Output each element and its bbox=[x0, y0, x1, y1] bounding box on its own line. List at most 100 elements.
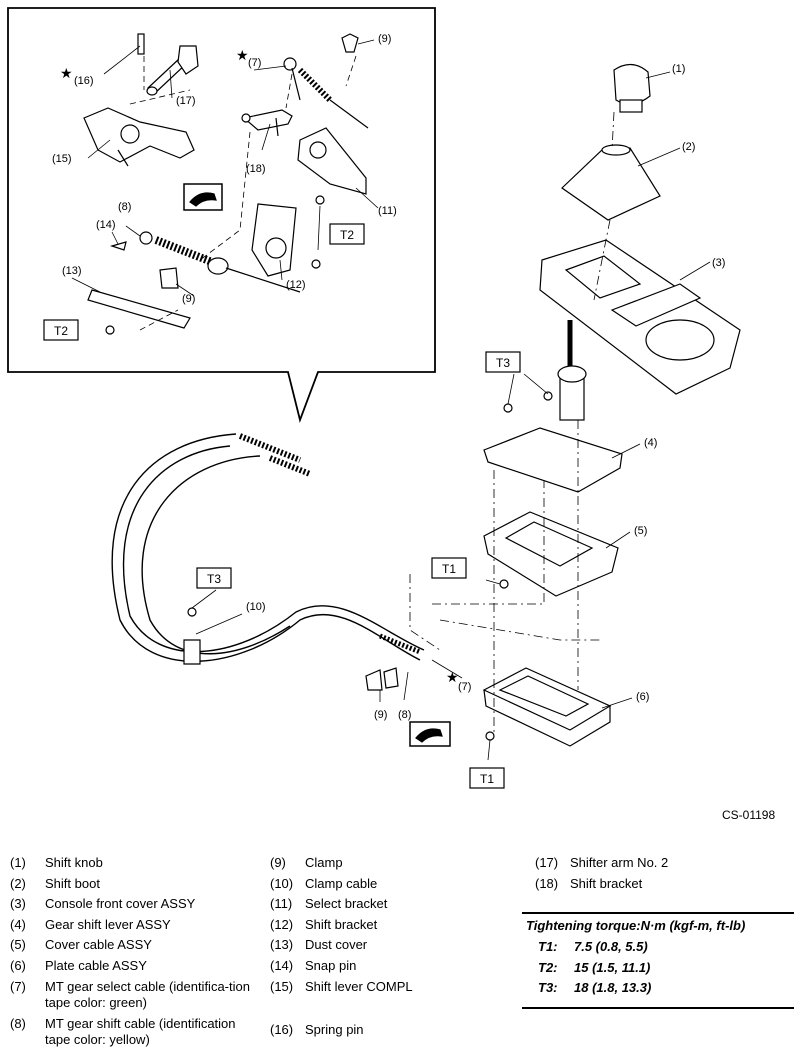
legend-item: (9) Clamp bbox=[270, 853, 510, 874]
legend-item: (13)Dust cover bbox=[270, 935, 510, 956]
legend-text: Shifter arm No. 2 bbox=[570, 855, 669, 870]
legend-item: (14) Snap pin bbox=[270, 956, 510, 977]
legend-item: (8)MT gear shift cable (identification t… bbox=[10, 1014, 260, 1051]
torque-key: T3: bbox=[538, 980, 558, 995]
torque-value: 18 (1.8, 13.3) bbox=[574, 980, 652, 995]
legend-number: (1) bbox=[10, 855, 26, 870]
torque-row: T2:15 (1.5, 11.1) bbox=[526, 958, 794, 979]
clamps-9-main bbox=[365, 667, 399, 691]
callout-16: (16) bbox=[74, 75, 94, 87]
legend-text: Clamp bbox=[305, 855, 343, 870]
legend-item: (3)Console front cover ASSY bbox=[10, 894, 260, 915]
legend-text: MT gear shift cable (identification tape… bbox=[45, 1015, 236, 1047]
shift-cable-end-8-inset bbox=[139, 231, 301, 293]
torque-title: Tightening torque:N·m (kgf-m, ft-lb) bbox=[526, 918, 746, 933]
legend-text: Shift knob bbox=[45, 855, 103, 870]
torque-tag-t1-cover: T1 bbox=[442, 562, 456, 576]
shift-bracket-12 bbox=[251, 203, 297, 277]
legend-column-3: (17) Shifter arm No. 2 (18) Shift bracket bbox=[535, 853, 785, 894]
legend-item: (2)Shift boot bbox=[10, 874, 260, 895]
grease-icon-main bbox=[409, 721, 451, 747]
legend-text: Snap pin bbox=[305, 957, 357, 973]
shift-bracket-18 bbox=[241, 109, 293, 137]
star-mark-7-main: ★ bbox=[446, 669, 459, 685]
legend-item: (1) Shift knob bbox=[10, 853, 260, 874]
legend-item: (7) MT gear select cable (identifica-tion… bbox=[10, 977, 260, 1014]
star-mark-7-inset: ★ bbox=[236, 47, 249, 63]
callout-9-main: (9) bbox=[374, 709, 387, 721]
grease-icon-inset bbox=[183, 183, 223, 211]
legend-item: (18) Shift bracket bbox=[535, 874, 785, 895]
legend-number: (3) bbox=[10, 896, 26, 912]
callout-5: (5) bbox=[634, 525, 647, 537]
select-cable-end-7 bbox=[283, 57, 369, 129]
select-bracket-11 bbox=[297, 127, 367, 195]
callout-1: (1) bbox=[672, 63, 685, 75]
callout-4: (4) bbox=[644, 437, 657, 449]
legend-item: (17) Shifter arm No. 2 bbox=[535, 853, 785, 874]
legend-item: (10) Clamp cable bbox=[270, 874, 510, 895]
legend-text: Cover cable ASSY bbox=[45, 937, 152, 953]
legend-text: Shift bracket bbox=[570, 875, 643, 891]
legend-number: (15) bbox=[270, 978, 294, 994]
plate-cable-6 bbox=[482, 667, 612, 747]
torque-row: T1:7.5 (0.8, 5.5) bbox=[526, 937, 794, 958]
shift-lever-compl-15 bbox=[83, 107, 195, 167]
console-cover-3 bbox=[539, 239, 741, 395]
callout-10: (10) bbox=[246, 601, 266, 613]
legend-number: (13) bbox=[270, 937, 294, 953]
clamp-9-inset bbox=[341, 33, 359, 53]
legend-column-2: (9) Clamp (10) Clamp cable (11)Select brac… bbox=[270, 853, 510, 1040]
torque-row: T3: 18 (1.8, 13.3) bbox=[526, 978, 794, 999]
leader-lines bbox=[71, 39, 711, 761]
snap-pin-14 bbox=[109, 241, 127, 251]
callout-3: (3) bbox=[712, 257, 725, 269]
callout-15: (15) bbox=[52, 153, 72, 165]
clamp-cable-10 bbox=[183, 639, 201, 665]
legend-number: (10) bbox=[270, 875, 294, 891]
legend-number: (7) bbox=[10, 978, 26, 994]
legend-number: (17) bbox=[535, 855, 559, 870]
shift-boot-2 bbox=[561, 144, 661, 221]
callout-18: (18) bbox=[246, 163, 266, 175]
legend-text: Clamp cable bbox=[305, 875, 378, 891]
callout-13: (13) bbox=[62, 265, 82, 277]
legend-text: Gear shift lever ASSY bbox=[45, 916, 171, 932]
legend-item: (4)Gear shift lever ASSY bbox=[10, 915, 260, 936]
legend-number: (11) bbox=[270, 896, 293, 912]
callout-9-inset-bottom: (9) bbox=[182, 293, 195, 305]
callout-12: (12) bbox=[286, 279, 306, 291]
callout-8-inset: (8) bbox=[118, 201, 131, 213]
legend-number: (18) bbox=[535, 875, 559, 891]
exploded-view-diagram: T2 T2 T3 T1 T3 T1 (1) (2) (3) (4) (5) (6… bbox=[7, 7, 741, 789]
main-assembly-lines bbox=[409, 111, 615, 736]
legend-item: (15) Shift lever COMPL bbox=[270, 977, 510, 1018]
torque-tag-t2-dust-cover: T2 bbox=[54, 324, 68, 338]
legend-text: MT gear select cable (identifica-tion ta… bbox=[45, 978, 250, 1010]
legend-text: Shift boot bbox=[45, 875, 100, 891]
legend-number: (5) bbox=[10, 937, 26, 953]
star-mark-16: ★ bbox=[60, 65, 73, 81]
torque-tag-t2-inset: T2 bbox=[340, 228, 354, 242]
callout-7-main: (7) bbox=[458, 681, 471, 693]
legend-text: Shift lever COMPL bbox=[305, 978, 413, 994]
torque-tag-t3-lever: T3 bbox=[496, 356, 510, 370]
torque-table: Tightening torque:N·m (kgf-m, ft-lb) T1:… bbox=[522, 912, 794, 1009]
legend-number: (12) bbox=[270, 916, 294, 932]
shifter-arm-17 bbox=[146, 45, 199, 96]
spring-pin-16 bbox=[137, 33, 145, 55]
legend-item: (11)Select bracket bbox=[270, 894, 510, 915]
callout-11: (11) bbox=[378, 205, 397, 217]
callout-14: (14) bbox=[96, 219, 116, 231]
legend-number: (16) bbox=[270, 1021, 294, 1037]
legend-number: (14) bbox=[270, 957, 294, 973]
torque-tag-t3-clamp: T3 bbox=[207, 572, 221, 586]
legend-text: Shift bracket bbox=[305, 916, 378, 932]
legend-number: (6) bbox=[10, 957, 26, 973]
callout-7-inset: (7) bbox=[248, 57, 261, 69]
legend-text: Plate cable ASSY bbox=[45, 957, 147, 973]
figure-code: CS-01198 bbox=[722, 808, 776, 822]
torque-value: 7.5 (0.8, 5.5) bbox=[574, 939, 648, 954]
torque-tag-t1-plate: T1 bbox=[480, 772, 494, 786]
legend-number: (9) bbox=[270, 855, 286, 870]
